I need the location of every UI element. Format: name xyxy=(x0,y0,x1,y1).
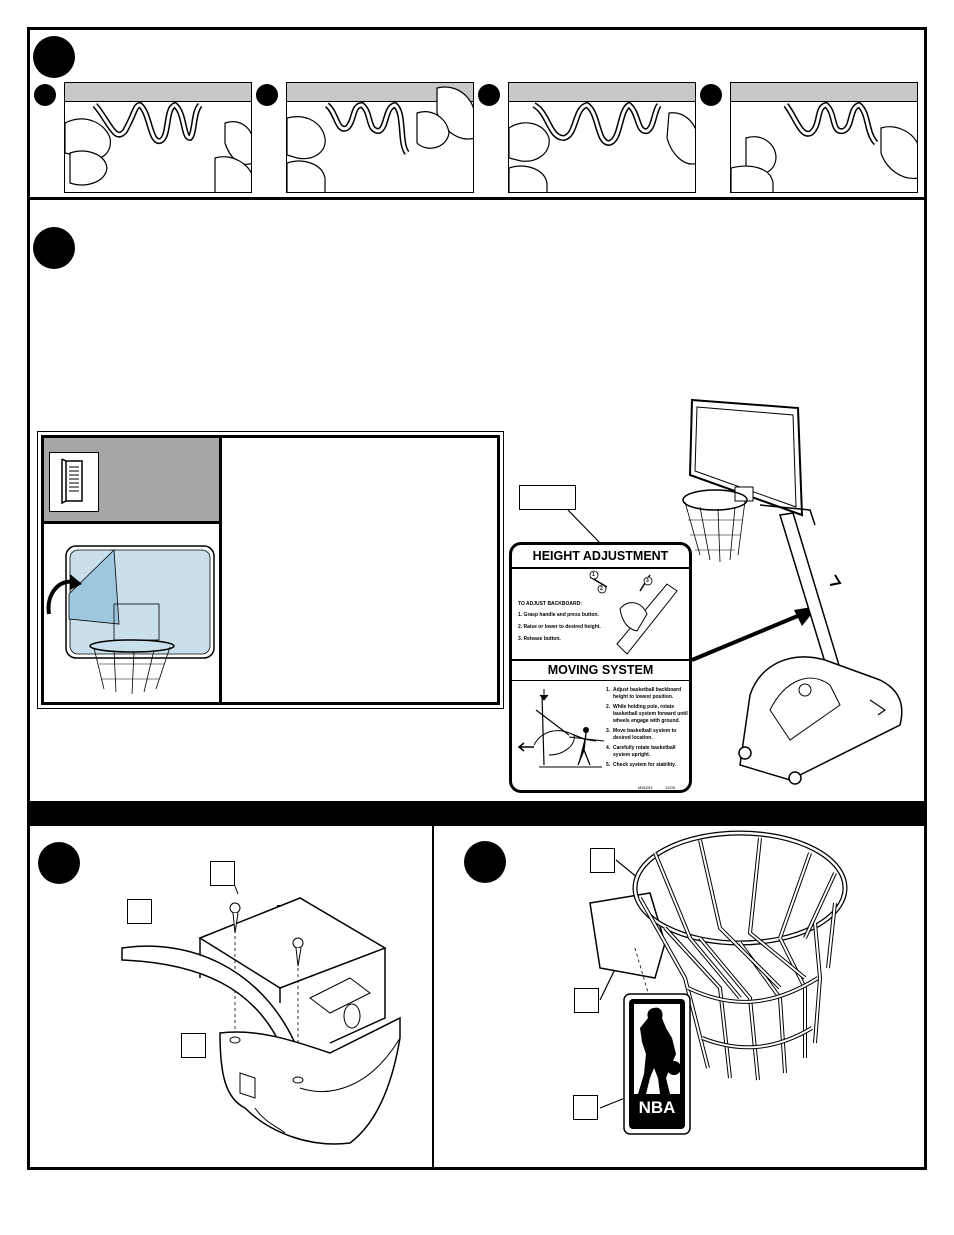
decal-part-number: M46293 xyxy=(638,785,653,790)
bracket-assembly-illustration xyxy=(121,885,401,1145)
backboard-illustration-cell xyxy=(44,524,222,702)
decal-moving-step-4: 4. Carefully rotate basketball system up… xyxy=(606,745,689,759)
substep-circle-c xyxy=(478,84,500,106)
decal-moving-step-2-text: While holding pole, rotate basketball sy… xyxy=(613,704,688,724)
step-circle-3 xyxy=(38,842,80,884)
net-hook-illustration-a xyxy=(65,101,251,192)
part-tag-bracket xyxy=(574,988,599,1013)
decal-moving-step-3-text: Move basketball system to desired locati… xyxy=(613,728,677,741)
vertical-divider xyxy=(432,826,434,1170)
substep-circle-d xyxy=(700,84,722,106)
decal-adjust-heading: TO ADJUST BACKBOARD: xyxy=(518,601,582,607)
step-circle-1 xyxy=(33,36,75,78)
decal-moving-title: MOVING SYSTEM xyxy=(547,663,654,677)
part-tag-brace xyxy=(127,899,152,924)
net-step-panel-b xyxy=(286,82,474,193)
part-label-box xyxy=(519,485,576,510)
backboard-cleaning-illustration xyxy=(46,545,215,695)
decal-moving-step-5: 5. Check system for stability. xyxy=(606,762,689,769)
part-tag-rim xyxy=(590,848,615,873)
net-hook-illustration-d xyxy=(731,101,917,192)
decal-moving-step-1-num: 1. xyxy=(606,687,611,693)
nba-logo-text: NBA xyxy=(638,1098,676,1117)
page-frame xyxy=(27,27,927,1170)
net-step-panel-a xyxy=(64,82,252,193)
decal-moving-step-1: 1. Adjust basketball backboard height to… xyxy=(606,687,689,701)
decal-moving-step-2-num: 2. xyxy=(606,704,611,710)
decal-arrow-number-1: 1 xyxy=(592,572,595,578)
part-tag-cover xyxy=(181,1033,206,1058)
decal-adjust-step-1: 1. Grasp handle and press button. xyxy=(518,612,599,618)
decal-arrow-number-3: 3 xyxy=(646,578,649,584)
part-tag-bolt xyxy=(210,861,235,886)
step-circle-4 xyxy=(464,841,506,883)
decal-moving-step-5-text: Check system for stability. xyxy=(613,762,676,768)
substep-circle-a xyxy=(34,84,56,106)
section-band xyxy=(27,801,927,826)
decal-adjust-step-2: 2. Raise or lower to desired height. xyxy=(518,624,601,630)
decal-moving-step-2: 2. While holding pole, rotate basketball… xyxy=(606,704,689,725)
decal-moving-step-3: 3. Move basketball system to desired loc… xyxy=(606,728,689,742)
decal-height-title: HEIGHT ADJUSTMENT xyxy=(532,549,669,563)
height-adjustment-decal: HEIGHT ADJUSTMENT 1 2 3 TO ADJUST BACKBO… xyxy=(509,542,692,793)
decal-moving-steps: 1. Adjust basketball backboard height to… xyxy=(606,687,689,772)
divider-1 xyxy=(27,197,927,200)
basketball-system-illustration xyxy=(682,398,903,785)
moving-system-illustration xyxy=(517,689,605,768)
height-handle-illustration xyxy=(589,570,678,655)
decal-moving-step-3-num: 3. xyxy=(606,728,611,734)
net-step-panel-c xyxy=(508,82,696,193)
decal-arrow-number-2: 2 xyxy=(600,586,603,592)
net-step-panel-d xyxy=(730,82,918,193)
decal-moving-step-1-text: Adjust basketball backboard height to lo… xyxy=(613,687,682,700)
net-hook-illustration-b xyxy=(287,86,473,192)
instruction-sidebar xyxy=(44,438,222,524)
step-circle-2 xyxy=(33,227,75,269)
part-tag-logo xyxy=(573,1095,598,1120)
decal-moving-step-5-num: 5. xyxy=(606,762,611,768)
instruction-box xyxy=(37,431,504,709)
rim-net-illustration xyxy=(589,830,848,1135)
document-icon xyxy=(49,452,99,512)
substep-circle-b xyxy=(256,84,278,106)
decal-moving-step-4-num: 4. xyxy=(606,745,611,751)
net-hook-illustration-c xyxy=(509,101,695,192)
decal-adjust-step-3: 3. Release button. xyxy=(518,636,561,642)
decal-date-code: 12/05 xyxy=(665,785,676,790)
instruction-box-inner xyxy=(41,435,500,705)
decal-moving-step-4-text: Carefully rotate basketball system uprig… xyxy=(613,745,676,758)
